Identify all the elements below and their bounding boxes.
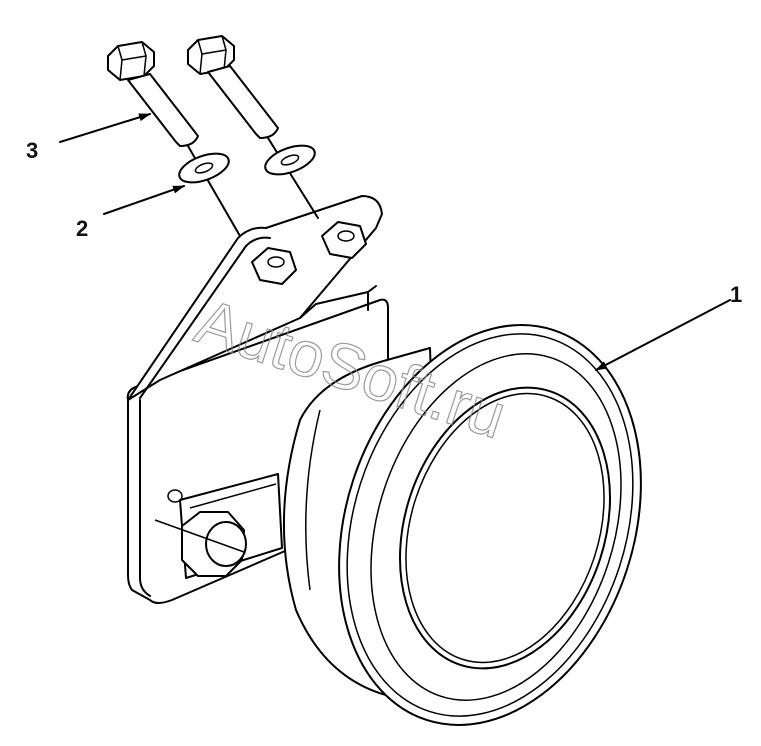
bolt-left: [107, 41, 241, 237]
hex-nut-left: [251, 247, 297, 285]
callout-1-leader: [595, 299, 731, 371]
callout-3-leader: [59, 113, 151, 143]
side-clamp-bolt: [154, 473, 283, 579]
washer-right: [264, 144, 316, 176]
hex-nut-right: [321, 221, 367, 259]
callout-label-2: 2: [76, 216, 88, 241]
bolt-right: [187, 35, 319, 219]
washer-left: [178, 152, 230, 184]
callout-label-3: 3: [26, 138, 38, 163]
horn-housing: [283, 324, 642, 726]
callout-label-1: 1: [730, 282, 742, 307]
callout-2-leader: [103, 185, 185, 215]
